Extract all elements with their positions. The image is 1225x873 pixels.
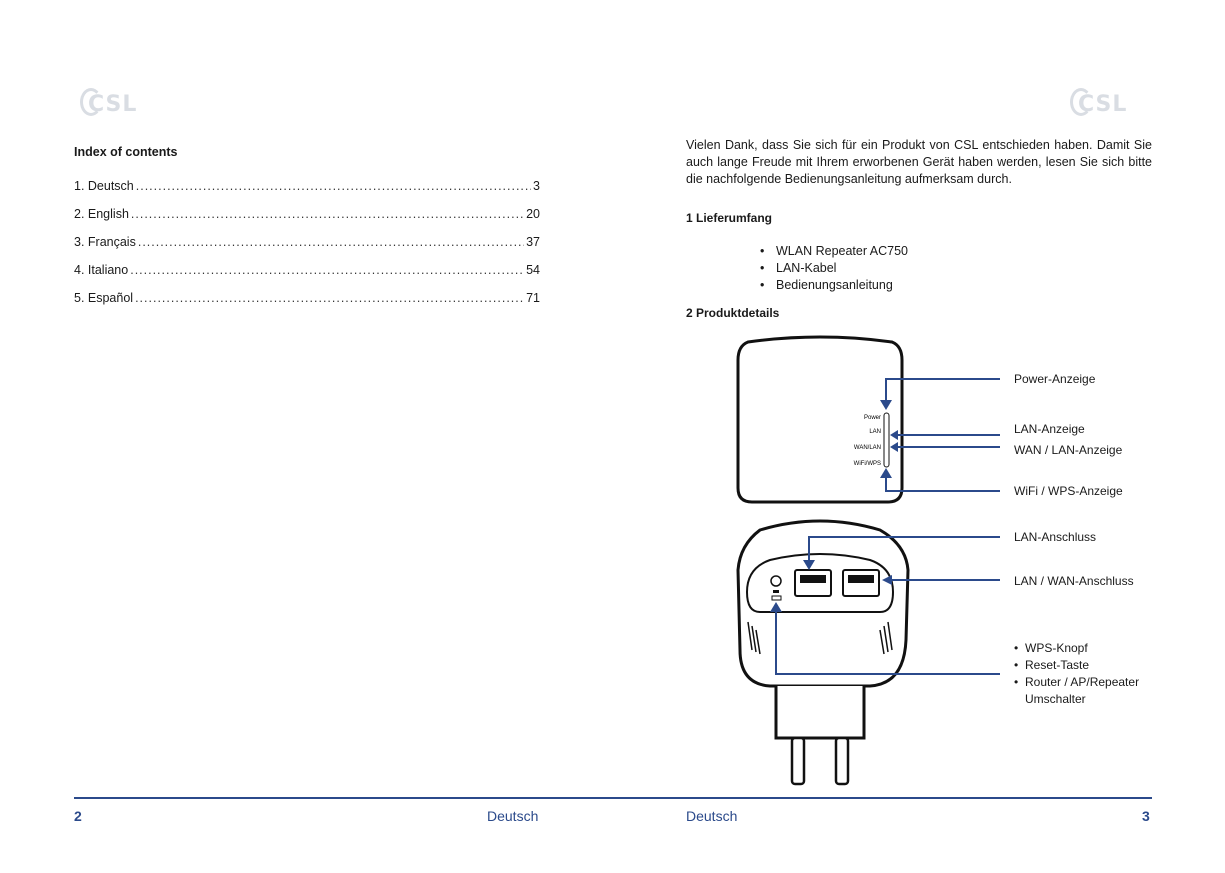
plug-housing [774,686,866,740]
callout-line-power [885,378,1000,400]
led-strip [883,412,890,468]
callout-lan-wan-anschluss: LAN / WAN-Anschluss [1014,574,1134,588]
scope-of-delivery-list: WLAN Repeater AC750 LAN-Kabel Bedienungs… [760,243,908,294]
callout-lan-anzeige: LAN-Anzeige [1014,422,1085,436]
callout-line-lan-port [808,536,1000,560]
arrow-head [890,430,898,440]
callout-power-anzeige: Power-Anzeige [1014,372,1096,386]
led-label-power: Power [864,415,881,421]
led-label-wifi-wps: WiFi/WPS [854,461,881,467]
vent-left [747,621,761,655]
plug-pin-right [834,736,850,786]
page-number-right: 3 [1142,808,1150,824]
callout-wifi-wps-anzeige: WiFi / WPS-Anzeige [1014,484,1123,498]
arrow-head [880,468,892,478]
csl-logo-right: CSL [1070,88,1127,117]
section-title-produktdetails: 2 Produktdetails [686,306,780,320]
arrow-head [880,400,892,410]
arrow-head [882,575,892,585]
toc-title: Index of contents [74,145,178,159]
arrow-head [890,442,898,452]
arrow-head [770,602,782,612]
csl-logo-left: CSL [80,88,137,117]
plug-pin-left [790,736,806,786]
list-item: WLAN Repeater AC750 [760,243,908,260]
footer-divider [74,797,1152,799]
led-label-lan: LAN [869,429,881,435]
device-front-body [736,335,904,504]
list-item: Bedienungsanleitung [760,277,908,294]
callout-wan-lan-anzeige: WAN / LAN-Anzeige [1014,443,1123,457]
toc-entry-italiano[interactable]: 4. Italiano ............................… [74,263,540,277]
footer-language-left: Deutsch [487,808,539,824]
toc-entry-deutsch[interactable]: 1. Deutsch .............................… [74,179,540,193]
callout-line-wifi-wps [885,478,1000,492]
footer-language-right: Deutsch [686,808,738,824]
list-item: WPS-Knopf [1014,640,1153,657]
arrow-head [803,560,815,570]
lan-wan-port-contacts [848,575,874,583]
toc-entry-espanol[interactable]: 5. Español .............................… [74,291,540,305]
led-label-wan-lan: WAN/LAN [854,445,881,451]
toc-entry-francais[interactable]: 3. Français ............................… [74,235,540,249]
buttons-list: WPS-Knopf Reset-Taste Router / AP/Repeat… [1014,640,1153,708]
callout-line-buttons [775,612,1000,675]
list-item: Router / AP/Repeater Umschalter [1014,674,1153,708]
reset-button [773,590,779,593]
intro-paragraph: Vielen Dank, dass Sie sich für ein Produ… [686,138,1152,186]
section-title-lieferumfang: 1 Lieferumfang [686,211,773,225]
toc-entry-english[interactable]: 2. English .............................… [74,207,540,221]
lan-port-contacts [800,575,826,583]
list-item: LAN-Kabel [760,260,908,277]
page-number-left: 2 [74,808,82,824]
wps-button [770,575,782,587]
list-item: Reset-Taste [1014,657,1153,674]
vent-right [879,621,893,655]
mode-switch [771,595,782,601]
callout-lan-anschluss: LAN-Anschluss [1014,530,1097,544]
